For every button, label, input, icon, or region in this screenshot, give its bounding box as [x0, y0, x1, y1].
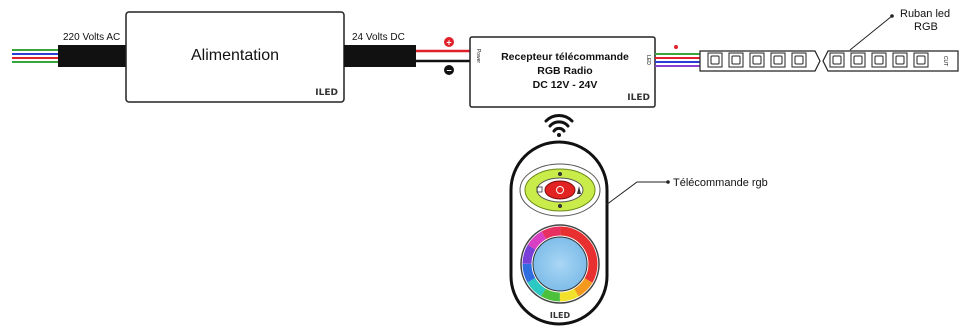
plus-marker: + — [444, 37, 454, 48]
svg-text:+: + — [446, 38, 451, 48]
mode-icon — [536, 186, 543, 193]
minus-marker: − — [444, 65, 454, 76]
dc-output-wires — [416, 49, 470, 63]
receiver-box — [469, 36, 656, 108]
led-chip — [850, 52, 866, 68]
led-chip — [871, 52, 887, 68]
dc-output-cable — [344, 45, 416, 67]
led-strip-label-line2: RGB — [914, 21, 938, 33]
svg-text:−: − — [446, 66, 451, 76]
led-chip — [892, 52, 908, 68]
strip-callout-dot — [890, 14, 894, 18]
receiver-title-line3: DC 12V - 24V — [533, 79, 598, 91]
dc-output-label: 24 Volts DC — [352, 32, 405, 43]
remote-callout-dot — [666, 180, 670, 184]
strip-callout-line — [849, 15, 893, 51]
remote-button-cluster — [519, 163, 601, 217]
mains-input-cable — [58, 45, 126, 67]
receiver-logo: ILED — [627, 93, 650, 103]
led-chip — [749, 52, 765, 68]
led-chip — [728, 52, 744, 68]
red-indicator-dot — [674, 45, 678, 49]
power-supply-logo: ILED — [315, 88, 338, 98]
receiver-output-port-label: LED — [645, 55, 651, 65]
remote-logo: ILED — [550, 311, 571, 320]
mains-input-wires — [12, 49, 60, 63]
remote-callout-line — [605, 181, 668, 206]
led-strip: CUT — [699, 50, 959, 72]
receiver-title-line1: Recepteur télécommande — [501, 51, 629, 63]
strip-cut-mark: CUT — [942, 56, 948, 66]
remote-power-button — [544, 180, 576, 200]
wireless-signal-icon — [544, 114, 574, 137]
brightness-down-icon — [558, 204, 562, 208]
remote-color-wheel — [520, 224, 600, 304]
led-chip — [913, 52, 929, 68]
led-chip — [770, 52, 786, 68]
power-supply-title: Alimentation — [191, 47, 279, 64]
led-chip — [791, 52, 807, 68]
brightness-up-icon — [558, 172, 562, 176]
rgb-output-wires — [655, 53, 700, 67]
receiver-title-line2: RGB Radio — [537, 65, 592, 77]
led-strip-label-line1: Ruban led — [900, 8, 950, 20]
led-chip — [707, 52, 723, 68]
receiver-power-port-label: Power — [475, 49, 481, 64]
remote-label: Télécommande rgb — [673, 177, 768, 189]
speed-icon — [577, 186, 581, 194]
rgb-remote-control: ILED — [509, 140, 609, 326]
led-chip — [829, 52, 845, 68]
mains-input-label: 220 Volts AC — [63, 32, 120, 43]
